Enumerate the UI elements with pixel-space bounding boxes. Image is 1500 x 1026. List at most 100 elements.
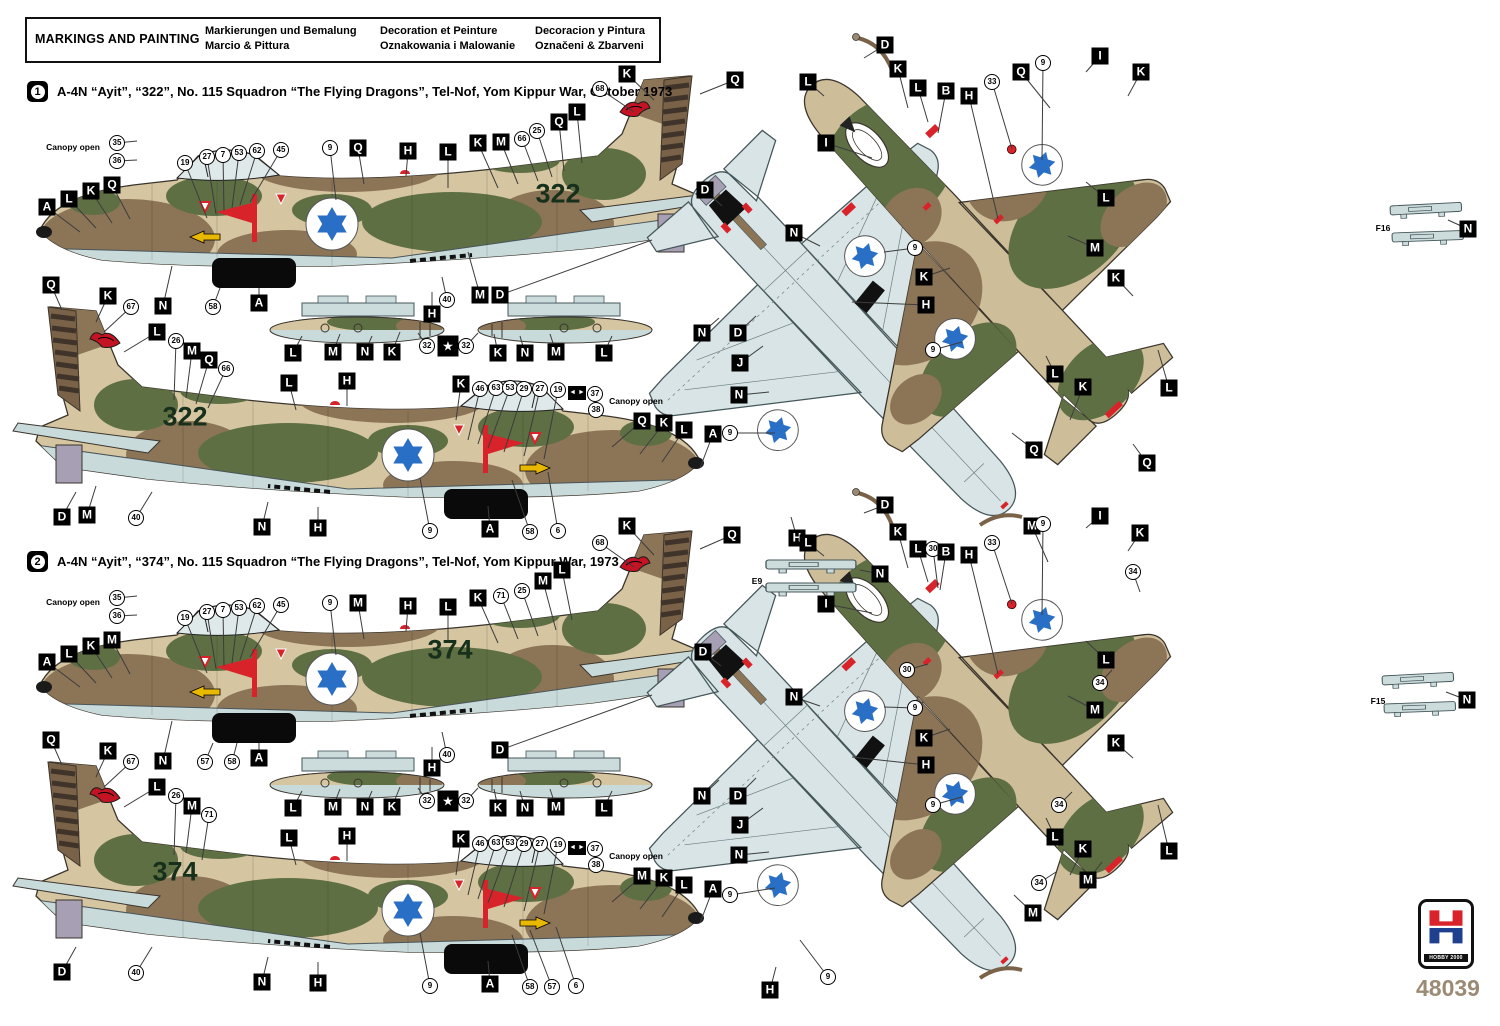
callout-box-M: M	[633, 867, 651, 885]
callout-box-A: A	[250, 294, 268, 312]
callout-box-D: D	[729, 787, 747, 805]
callout-circle-36: 36	[109, 608, 125, 624]
callout-box-K: K	[82, 182, 100, 200]
callout-box-L: L	[1097, 189, 1115, 207]
callout-circle-46: 46	[472, 381, 488, 397]
callout-circle-29: 29	[516, 836, 532, 852]
callout-box-K: K	[1074, 378, 1092, 396]
decal-icon: ◄ ►	[568, 386, 586, 400]
callout-box-L: L	[553, 561, 571, 579]
callout-circle-19: 19	[177, 610, 193, 626]
callout-circle-7: 7	[215, 602, 231, 618]
callout-circle-9: 9	[722, 887, 738, 903]
callout-box-K: K	[1131, 524, 1149, 542]
callout-circle-40: 40	[128, 965, 144, 981]
callout-box-M: M	[547, 798, 565, 816]
callout-box-H: H	[309, 974, 327, 992]
callout-circle-27: 27	[199, 604, 215, 620]
callout-box-H: H	[960, 546, 978, 564]
callout-box-J: J	[731, 354, 749, 372]
callout-box-L: L	[1046, 828, 1064, 846]
callout-box-K: K	[1132, 63, 1150, 81]
label-e9: E9	[751, 576, 763, 586]
callout-box-K: K	[655, 414, 673, 432]
callout-box-K: K	[915, 729, 933, 747]
callout-box-N: N	[871, 565, 889, 583]
hobby2000-logo: HOBBY 2000	[1418, 899, 1474, 969]
callout-box-L: L	[595, 344, 613, 362]
callout-circle-35: 35	[109, 590, 125, 606]
section-1-badge: 1	[27, 81, 48, 102]
callout-box-L: L	[148, 778, 166, 796]
callout-box-L: L	[60, 645, 78, 663]
callout-circle-67: 67	[123, 754, 139, 770]
callout-box-L: L	[439, 598, 457, 616]
callout-circle-19: 19	[550, 837, 566, 853]
callout-circle-38: 38	[588, 857, 604, 873]
callout-circle-58: 58	[522, 524, 538, 540]
callout-box-L: L	[799, 534, 817, 552]
callout-circle-34: 34	[1125, 564, 1141, 580]
callout-circle-27: 27	[532, 836, 548, 852]
callout-circle-32: 32	[419, 793, 435, 809]
callout-box-K: K	[452, 375, 470, 393]
callout-box-K: K	[383, 343, 401, 361]
callout-box-H: H	[761, 981, 779, 999]
callout-box-N: N	[154, 297, 172, 315]
callout-circle-9: 9	[1035, 516, 1051, 532]
callout-circle-66: 66	[218, 361, 234, 377]
callout-circle-6: 6	[568, 978, 584, 994]
callout-circle-45: 45	[273, 597, 289, 613]
callout-circle-67: 67	[123, 299, 139, 315]
callout-box-Q: Q	[1138, 454, 1156, 472]
callout-box-N: N	[154, 752, 172, 770]
callout-box-A: A	[38, 653, 56, 671]
callout-box-K: K	[469, 134, 487, 152]
aircraft-number-322: 322	[162, 401, 208, 432]
callout-box-K: K	[452, 830, 470, 848]
callout-box-K: K	[915, 268, 933, 286]
callout-circle-53: 53	[231, 145, 247, 161]
callout-box-M: M	[1086, 239, 1104, 257]
callout-box-D: D	[491, 741, 509, 759]
callout-circle-62: 62	[249, 598, 265, 614]
callout-circle-71: 71	[493, 588, 509, 604]
callout-circle-68: 68	[592, 535, 608, 551]
callout-circle-33: 33	[984, 535, 1000, 551]
callout-box-H: H	[423, 305, 441, 323]
callout-box-H: H	[399, 142, 417, 160]
decal-icon: ◄ ►	[568, 841, 586, 855]
callout-circle-66: 66	[514, 131, 530, 147]
callout-box-A: A	[481, 975, 499, 993]
callout-box-L: L	[60, 190, 78, 208]
callout-box-L: L	[568, 103, 586, 121]
callout-circle-25: 25	[529, 123, 545, 139]
callout-box-K: K	[618, 517, 636, 535]
callout-circle-45: 45	[273, 142, 289, 158]
callout-box-K: K	[489, 344, 507, 362]
section-2-badge: 2	[27, 551, 48, 572]
callout-circle-68: 68	[592, 81, 608, 97]
callout-circle-32: 32	[458, 793, 474, 809]
callout-box-L: L	[280, 829, 298, 847]
callout-box-H: H	[399, 597, 417, 615]
callout-box-M: M	[183, 797, 201, 815]
star-decal-icon: ★	[437, 790, 459, 812]
callout-circle-27: 27	[532, 381, 548, 397]
callout-box-M: M	[492, 133, 510, 151]
callout-box-K: K	[1107, 269, 1125, 287]
callout-box-L: L	[909, 540, 927, 558]
callout-box-D: D	[53, 963, 71, 981]
callout-box-I: I	[1091, 47, 1109, 65]
callout-box-M: M	[349, 594, 367, 612]
callout-circle-32: 32	[419, 338, 435, 354]
callout-circle-9: 9	[422, 978, 438, 994]
callout-box-D: D	[729, 324, 747, 342]
label-canopy-open: Canopy open	[46, 142, 100, 152]
callout-box-Q: Q	[103, 176, 121, 194]
callout-box-L: L	[675, 421, 693, 439]
section-1-title: A-4N “Ayit”, “322”, No. 115 Squadron “Th…	[57, 84, 673, 99]
